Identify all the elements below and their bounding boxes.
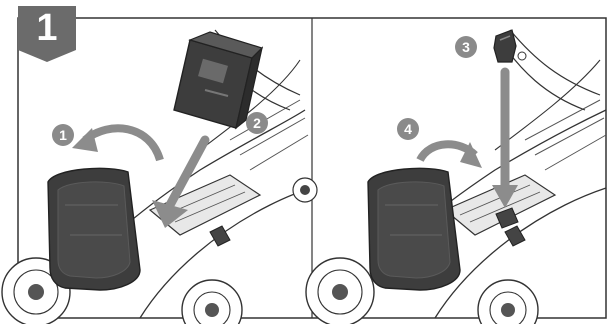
callout-1: 1 [52, 124, 74, 146]
callout-3: 3 [455, 36, 477, 58]
arrow-cover-rotate-right [420, 142, 482, 168]
left-panel-mower [2, 30, 317, 324]
callout-4: 4 [397, 118, 419, 140]
callout-2: 2 [246, 112, 268, 134]
battery-pack [174, 32, 262, 128]
right-panel-mower [306, 30, 606, 324]
left-panel-cover [48, 168, 140, 290]
step-number-badge: 1 [18, 6, 76, 50]
safety-key [494, 30, 526, 62]
arrow-key-insert [492, 72, 518, 208]
arrow-cover-rotate-left [72, 128, 160, 160]
right-panel-cover [368, 168, 460, 290]
